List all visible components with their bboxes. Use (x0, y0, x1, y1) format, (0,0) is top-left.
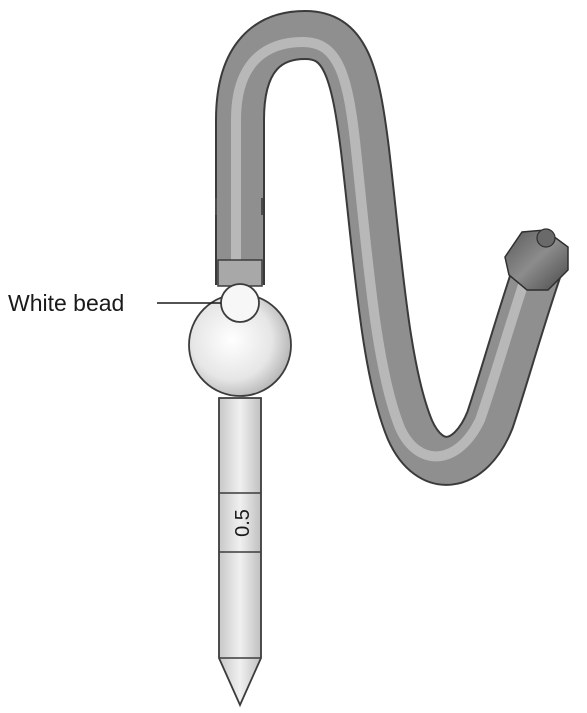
white-bead-label: White bead (8, 290, 124, 316)
needle (218, 397, 262, 708)
white-bead (220, 283, 260, 323)
tube-end-cap (504, 228, 569, 291)
needle-scale-label: 0.5 (232, 509, 254, 537)
tube-ridge-marks (215, 198, 263, 215)
flexible-tube (215, 10, 564, 486)
tube-collar (217, 259, 263, 287)
